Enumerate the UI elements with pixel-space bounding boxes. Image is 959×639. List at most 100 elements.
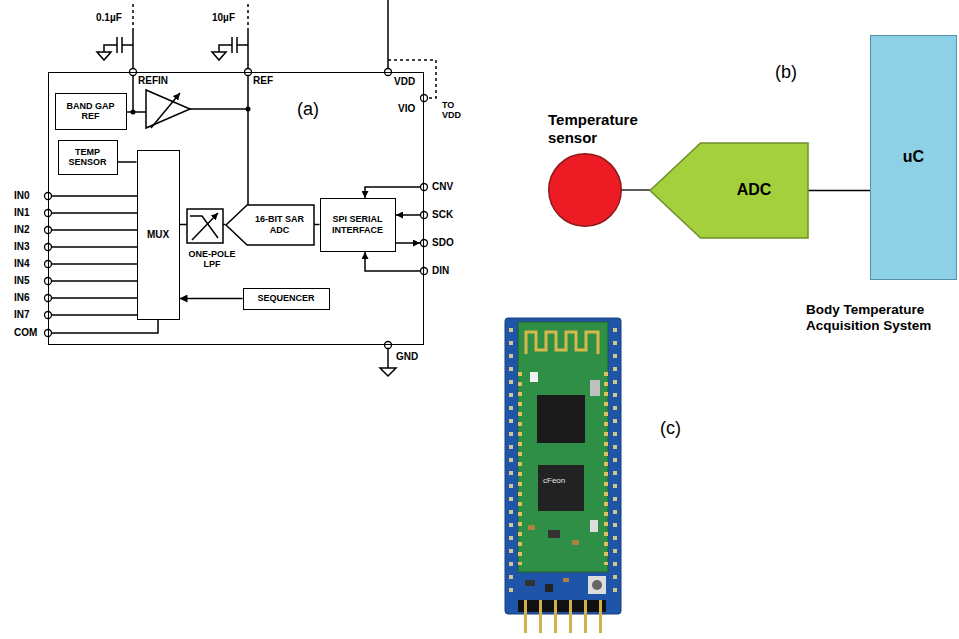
capacitor-network bbox=[132, 30, 134, 72]
interface-box: SPI SERIAL INTERFACE bbox=[320, 198, 396, 252]
capacitor-network bbox=[132, 4, 134, 30]
serial-wire bbox=[365, 187, 424, 198]
sensor-circle: Temperature sensor bbox=[548, 153, 622, 227]
filter-symbol bbox=[192, 213, 218, 240]
pin-name: DIN bbox=[432, 265, 449, 277]
bluetooth-module-photo bbox=[505, 318, 621, 633]
signal-line bbox=[808, 190, 870, 191]
bluetooth-module-photo bbox=[590, 520, 598, 532]
mux-box: MUX bbox=[137, 150, 180, 320]
adc-block: ADC bbox=[650, 143, 808, 238]
node-text: (a) bbox=[297, 99, 319, 120]
bluetooth-module-photo bbox=[525, 580, 535, 586]
junction-dot bbox=[246, 107, 251, 112]
capacitor-network bbox=[97, 4, 248, 72]
sensor-box: TEMP SENSOR bbox=[58, 140, 118, 175]
adc-block-shape bbox=[650, 143, 808, 238]
capacitor-network bbox=[212, 52, 226, 60]
input-wire bbox=[48, 320, 158, 333]
capacitor-network bbox=[97, 52, 111, 60]
pin-name: IN3 bbox=[14, 241, 30, 253]
pin-name: IN7 bbox=[14, 309, 30, 321]
node-text: BAND GAP REF bbox=[59, 101, 123, 122]
bluetooth-module-photo bbox=[538, 465, 584, 511]
bluetooth-module-photo bbox=[572, 540, 579, 545]
node-text: uC bbox=[874, 148, 953, 166]
pin-name: IN5 bbox=[14, 275, 30, 287]
sensor-circle-shape bbox=[549, 154, 622, 227]
serial-wire bbox=[365, 252, 424, 271]
capacitor-network bbox=[247, 30, 249, 72]
pin-name: IN6 bbox=[14, 292, 30, 304]
bluetooth-module-photo bbox=[526, 600, 601, 633]
bluetooth-module-photo bbox=[526, 332, 598, 354]
pin-name: VIO bbox=[398, 103, 415, 115]
adc-block-shape bbox=[226, 205, 314, 245]
panel-label: (c) bbox=[660, 418, 681, 439]
control-arrow bbox=[180, 298, 243, 300]
junction-dot bbox=[131, 107, 251, 115]
pin-circle bbox=[385, 342, 392, 349]
microcontroller-box: uC bbox=[870, 35, 957, 280]
panel-label: (b) bbox=[775, 62, 797, 83]
capacitor-value: 10µF bbox=[212, 12, 235, 24]
pin-name: IN0 bbox=[14, 190, 30, 202]
node-text: TEMP SENSOR bbox=[62, 147, 114, 168]
node-text: ADC bbox=[703, 181, 805, 199]
serial-wire bbox=[396, 214, 424, 216]
bluetooth-module-photo bbox=[518, 322, 608, 572]
capacitor-network bbox=[247, 4, 249, 30]
pin-name: GND bbox=[396, 351, 418, 363]
pin-circle bbox=[421, 184, 428, 191]
bluetooth-module-photo bbox=[545, 584, 553, 592]
pin-circle bbox=[421, 268, 428, 275]
buffer-amplifier bbox=[151, 93, 180, 128]
system-caption: Body Temperature Acquisition System bbox=[806, 302, 956, 333]
chip-marking: cFeon bbox=[543, 476, 565, 485]
pin-name: SCK bbox=[432, 209, 453, 221]
buffer-amplifier bbox=[146, 90, 190, 128]
pin-circle bbox=[421, 95, 428, 102]
pin-note: TO VDD bbox=[442, 100, 472, 121]
node-text: Temperature sensor bbox=[548, 111, 660, 147]
pin-name: IN2 bbox=[14, 224, 30, 236]
adc-block: 16-BIT SAR ADC bbox=[226, 205, 314, 245]
node-text: SEQUENCER bbox=[247, 293, 326, 303]
bluetooth-module-photo bbox=[537, 395, 585, 443]
pin-name: VDD bbox=[394, 76, 415, 88]
node-text: MUX bbox=[141, 229, 176, 241]
node-text: 16-BIT SAR ADC bbox=[249, 214, 311, 235]
pin-circle bbox=[421, 240, 428, 247]
capacitor-value: 0.1µF bbox=[96, 12, 122, 24]
bluetooth-module-photo bbox=[528, 525, 535, 530]
pin-name: REF bbox=[253, 75, 273, 87]
bluetooth-module-photo bbox=[520, 372, 606, 565]
capacitor-network bbox=[219, 37, 248, 53]
bluetooth-module-photo bbox=[518, 600, 606, 612]
pin-name: COM bbox=[14, 327, 37, 339]
sensor-circle-outline bbox=[548, 153, 622, 227]
input-wire bbox=[48, 196, 137, 315]
pin-circle bbox=[421, 212, 428, 219]
pin-name: CNV bbox=[432, 181, 453, 193]
signal-line bbox=[118, 161, 137, 163]
supply-wire bbox=[387, 0, 389, 72]
filter-label: ONE-POLE LPF bbox=[183, 249, 241, 270]
pin-circle bbox=[45, 69, 428, 349]
signal-line bbox=[622, 189, 650, 190]
node-text: SPI SERIAL INTERFACE bbox=[324, 214, 392, 235]
reference-box: BAND GAP REF bbox=[55, 93, 127, 130]
bluetooth-module-photo bbox=[505, 318, 621, 614]
pin-name: SDO bbox=[432, 237, 454, 249]
supply-wire bbox=[388, 60, 436, 98]
filter-symbol bbox=[187, 209, 223, 243]
supply-wire bbox=[380, 0, 436, 376]
capacitor-network bbox=[104, 37, 133, 53]
bluetooth-module-photo bbox=[588, 576, 606, 594]
pin-name: IN4 bbox=[14, 258, 30, 270]
adc-block-outline bbox=[226, 205, 314, 245]
bluetooth-module-photo bbox=[530, 372, 538, 382]
serial-wire bbox=[396, 242, 420, 244]
sequencer-box: SEQUENCER bbox=[243, 288, 330, 310]
adc-block-outline bbox=[650, 143, 808, 238]
